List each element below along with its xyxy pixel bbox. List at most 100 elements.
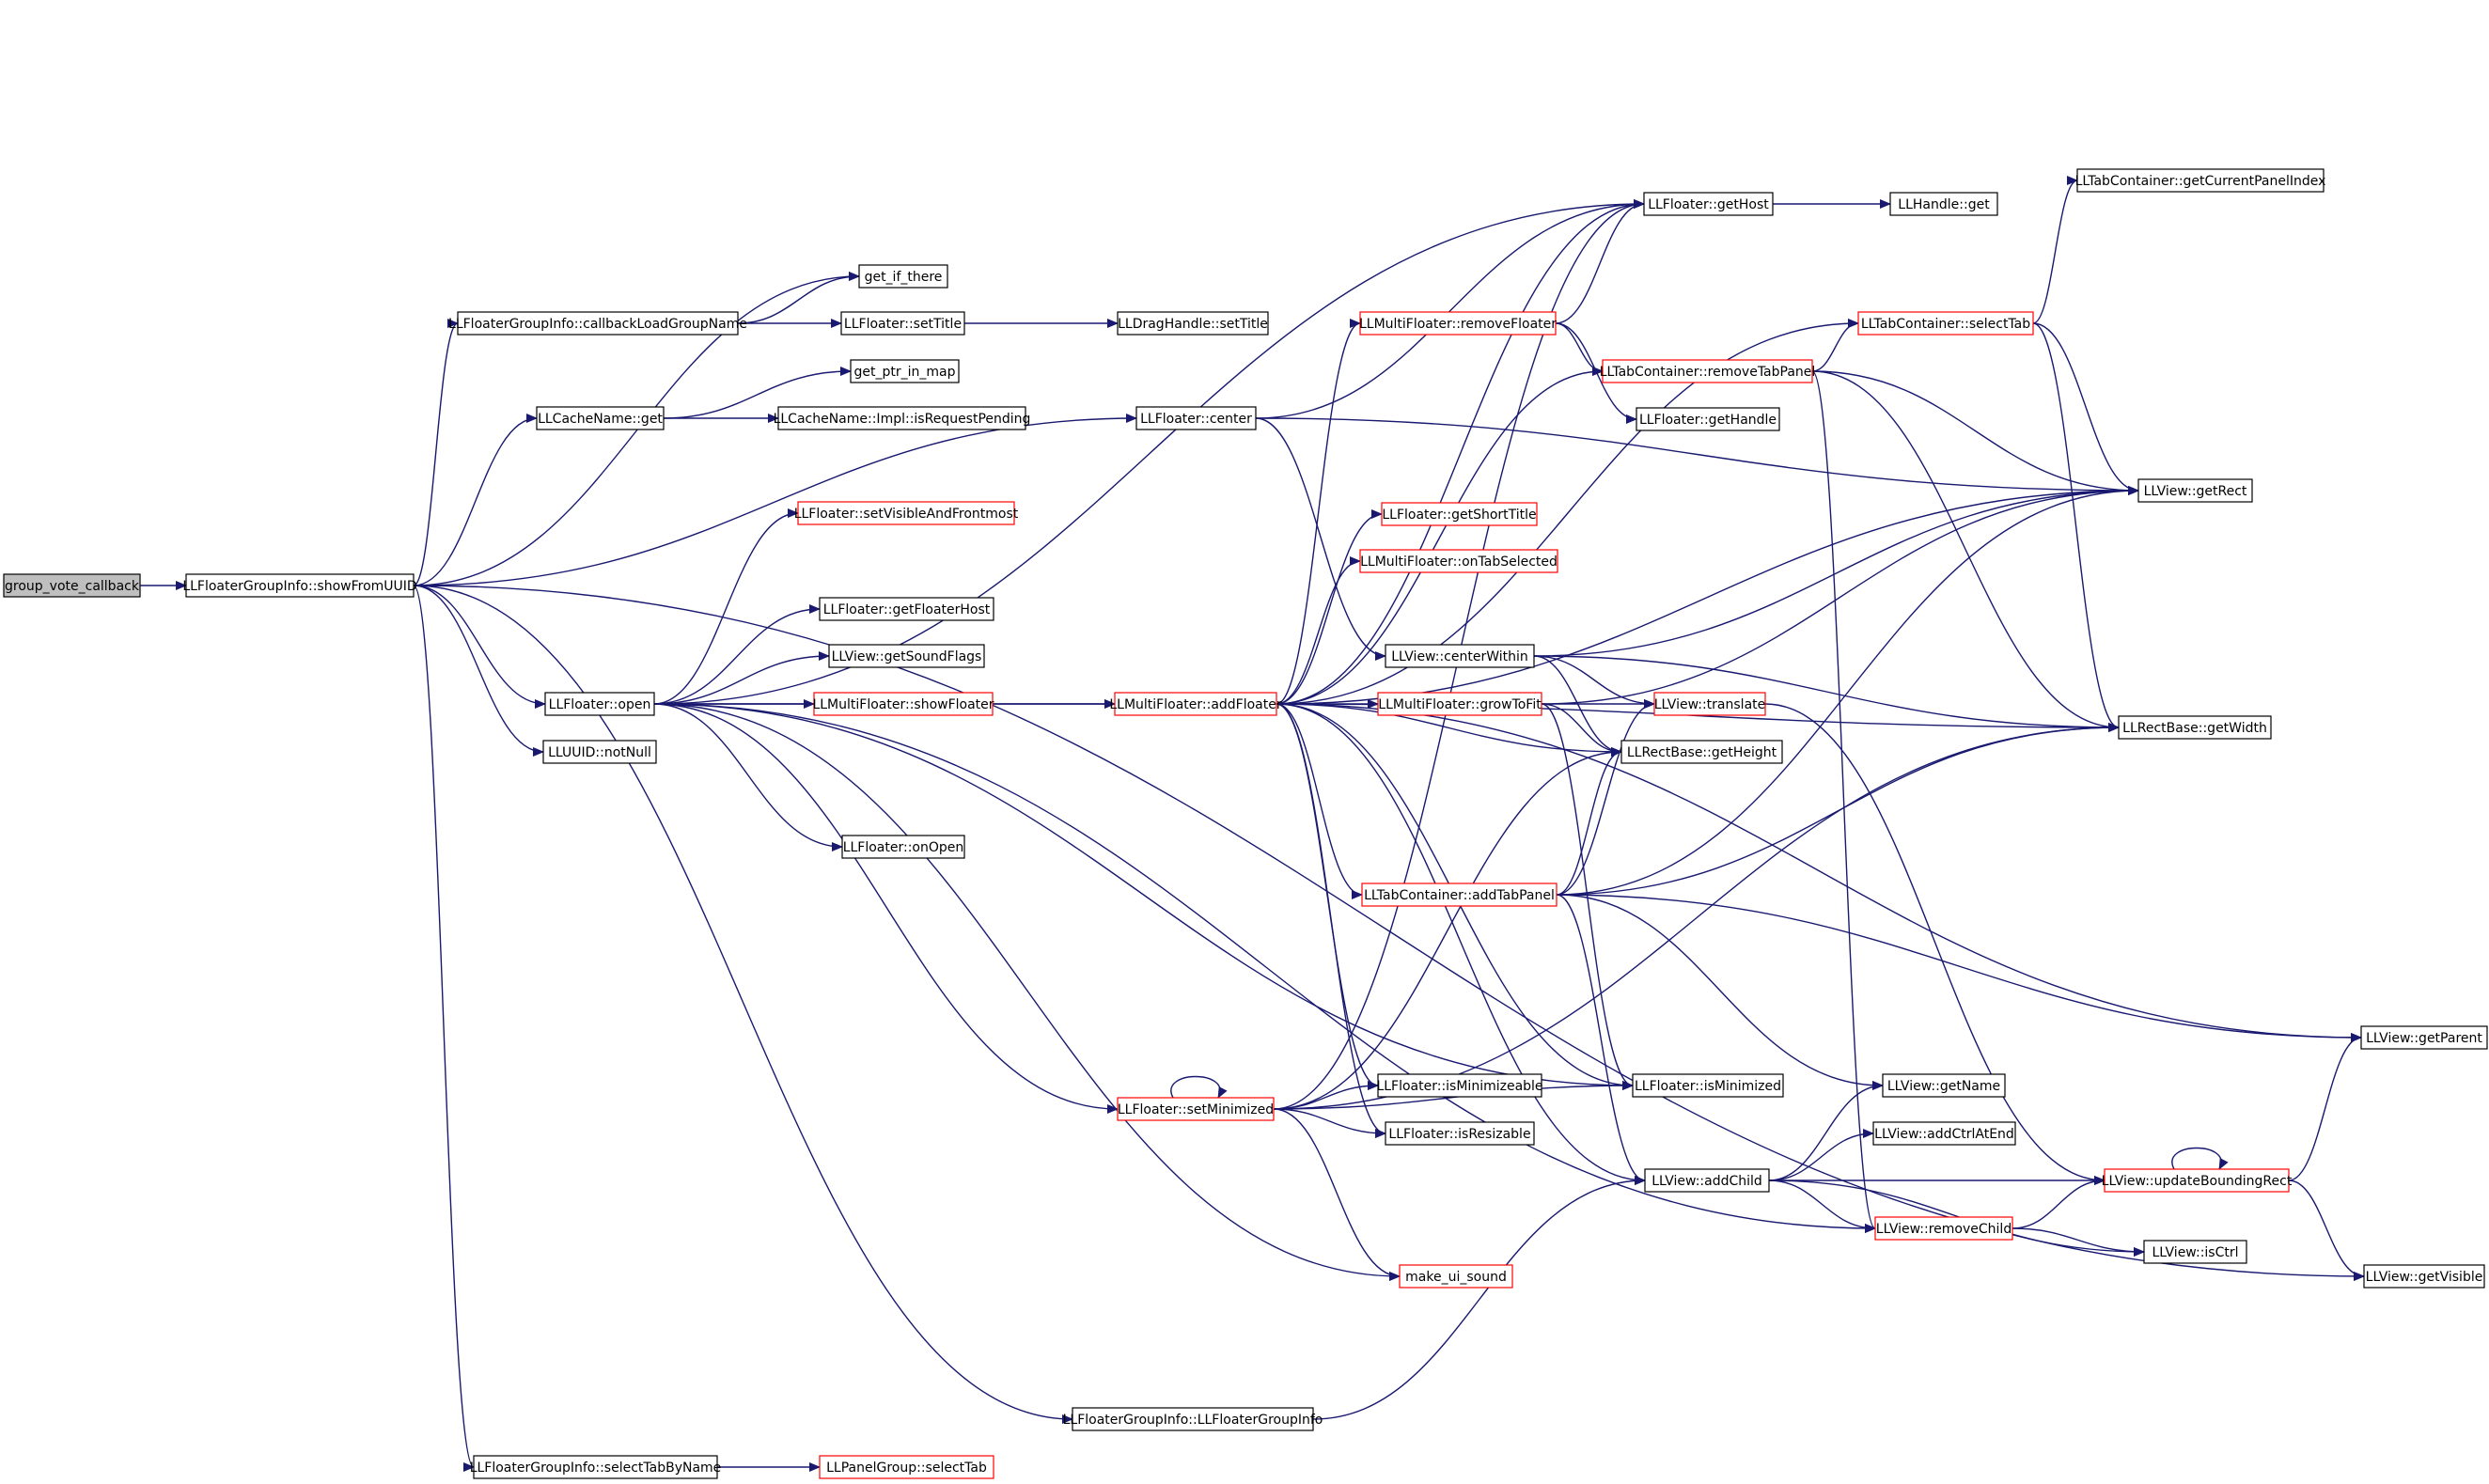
node-box <box>2143 1240 2247 1264</box>
node-box <box>1381 502 1538 526</box>
node-select-tab-by-name[interactable]: LLFloaterGroupInfo::selectTabByName <box>470 1455 722 1479</box>
node-box <box>1385 644 1535 668</box>
node-box <box>1399 1264 1513 1289</box>
node-callback-load-group-name[interactable]: LLFloaterGroupInfo::callbackLoadGroupNam… <box>448 311 747 336</box>
node-floater-center[interactable]: LLFloater::center <box>1135 406 1257 430</box>
edge-grow-to-fit-to-get-rect <box>1541 486 2139 705</box>
node-is-request-pending[interactable]: LLCacheName::Impl::isRequestPending <box>774 406 1031 430</box>
node-get-rect[interactable]: LLView::getRect <box>2137 478 2253 503</box>
node-grow-to-fit[interactable]: LLMultiFloater::growToFit <box>1377 692 1542 716</box>
edges-layer <box>139 176 2365 1472</box>
node-box <box>1644 1168 1770 1193</box>
node-box <box>828 644 985 668</box>
node-not-null[interactable]: LLUUID::notNull <box>542 740 657 764</box>
node-make-ui-sound[interactable]: make_ui_sound <box>1399 1264 1513 1289</box>
edge-add-tab-panel-to-add-child <box>1556 894 1646 1185</box>
node-on-tab-selected[interactable]: LLMultiFloater::onTabSelected <box>1359 549 1558 573</box>
node-get-name[interactable]: LLView::getName <box>1882 1073 2006 1098</box>
node-label: LLFloater::getHost <box>1648 197 1769 212</box>
edge-show-from-uuid-to-floater-open <box>413 585 546 709</box>
node-show-from-uuid[interactable]: LLFloaterGroupInfo::showFromUUID <box>182 573 417 598</box>
node-add-child[interactable]: LLView::addChild <box>1644 1168 1770 1193</box>
edge-set-minimized-to-get-height <box>1273 747 1622 1110</box>
node-translate[interactable]: LLView::translate <box>1653 692 1766 716</box>
node-is-minimized[interactable]: LLFloater::isMinimized <box>1632 1073 1784 1098</box>
edge-show-from-uuid-to-select-tab-by-name <box>413 585 475 1472</box>
node-select-tab[interactable]: LLTabContainer::selectTab <box>1857 311 2034 336</box>
edge-remove-tab-panel-to-remove-child <box>1811 370 1876 1233</box>
node-label: LLView::removeChild <box>1876 1222 2012 1237</box>
node-box <box>1889 192 1998 216</box>
edge-set-minimized-to-set-minimized <box>1170 1075 1228 1099</box>
node-get-width[interactable]: LLRectBase::getWidth <box>2118 715 2272 740</box>
node-get-handle[interactable]: LLFloater::getHandle <box>1636 407 1780 431</box>
edge-add-floater-to-get-short-title <box>1276 509 1383 705</box>
node-label: LLFloaterGroupInfo::showFromUUID <box>182 579 416 594</box>
node-box <box>1135 406 1257 430</box>
node-box <box>1620 740 1783 764</box>
node-get-if-there[interactable]: get_if_there <box>858 264 948 289</box>
node-drag-set-title[interactable]: LLDragHandle::setTitle <box>1117 311 1269 336</box>
node-box <box>457 311 739 336</box>
node-label: make_ui_sound <box>1405 1270 1507 1285</box>
node-group-vote-callback[interactable]: group_vote_callback <box>3 573 141 598</box>
node-label: LLPanelGroup::selectTab <box>826 1461 987 1476</box>
node-get-height[interactable]: LLRectBase::getHeight <box>1620 740 1783 764</box>
node-box <box>2104 1168 2290 1193</box>
node-get-ptr-in-map[interactable]: get_ptr_in_map <box>850 359 960 383</box>
node-remove-tab-panel[interactable]: LLTabContainer::removeTabPanel <box>1600 359 1816 383</box>
node-box <box>1643 192 1774 216</box>
node-label: LLCacheName::Impl::isRequestPending <box>774 412 1031 427</box>
node-label: LLRectBase::getHeight <box>1627 745 1777 760</box>
node-handle-get[interactable]: LLHandle::get <box>1889 192 1998 216</box>
node-box <box>1385 1121 1535 1146</box>
edge-add-tab-panel-to-get-parent <box>1556 894 2362 1042</box>
node-label: LLFloater::getHandle <box>1639 413 1777 428</box>
node-box <box>819 597 994 621</box>
node-center-within[interactable]: LLView::centerWithin <box>1385 644 1535 668</box>
node-get-current-panel-index[interactable]: LLTabContainer::getCurrentPanelIndex <box>2075 168 2326 193</box>
node-get-parent[interactable]: LLView::getParent <box>2360 1025 2488 1050</box>
node-cache-get[interactable]: LLCacheName::get <box>536 406 665 430</box>
node-add-floater[interactable]: LLMultiFloater::addFloater <box>1109 692 1282 716</box>
node-label: LLMultiFloater::removeFloater <box>1359 317 1557 332</box>
edge-callback-load-group-name-to-get-if-there <box>737 272 860 324</box>
node-add-tab-panel[interactable]: LLTabContainer::addTabPanel <box>1361 883 1558 907</box>
edge-remove-tab-panel-to-select-tab <box>1811 319 1859 372</box>
node-floater-open[interactable]: LLFloater::open <box>544 692 655 716</box>
node-set-title[interactable]: LLFloater::setTitle <box>840 311 965 336</box>
node-remove-child[interactable]: LLView::removeChild <box>1874 1216 2013 1241</box>
node-is-resizable[interactable]: LLFloater::isResizable <box>1385 1121 1535 1146</box>
node-is-minimizeable[interactable]: LLFloater::isMinimizeable <box>1376 1073 1543 1098</box>
node-label: LLTabContainer::selectTab <box>1861 317 2030 332</box>
edge-add-floater-to-get-host <box>1276 199 1645 705</box>
node-box <box>1377 1073 1542 1098</box>
node-label: LLFloater::center <box>1140 412 1252 427</box>
node-label: get_if_there <box>865 270 943 285</box>
node-is-ctrl[interactable]: LLView::isCtrl <box>2143 1240 2247 1264</box>
edge-add-floater-to-add-child <box>1276 703 1646 1185</box>
node-box <box>1653 692 1766 716</box>
node-get-floater-host[interactable]: LLFloater::getFloaterHost <box>819 597 994 621</box>
edge-show-from-uuid-to-not-null <box>413 585 544 757</box>
node-get-short-title[interactable]: LLFloater::getShortTitle <box>1381 502 1538 526</box>
node-show-floater[interactable]: LLMultiFloater::showFloater <box>812 692 994 716</box>
edge-floater-open-to-get-sound-flags <box>653 651 830 705</box>
node-add-ctrl-at-end[interactable]: LLView::addCtrlAtEnd <box>1872 1121 2016 1146</box>
node-box <box>185 573 415 598</box>
node-label: LLUUID::notNull <box>548 745 651 760</box>
node-get-visible[interactable]: LLView::getVisible <box>2363 1264 2485 1289</box>
node-box <box>544 692 655 716</box>
node-update-bounding-rect[interactable]: LLView::updateBoundingRect <box>2102 1168 2293 1193</box>
node-get-host[interactable]: LLFloater::getHost <box>1643 192 1774 216</box>
node-get-sound-flags[interactable]: LLView::getSoundFlags <box>828 644 985 668</box>
node-label: LLFloater::setMinimized <box>1118 1102 1274 1117</box>
edge-remove-child-to-update-bounding-rect <box>2012 1176 2105 1229</box>
node-remove-floater[interactable]: LLMultiFloater::removeFloater <box>1359 311 1557 336</box>
node-box <box>2076 168 2325 193</box>
node-group-info-ctor[interactable]: LLFloaterGroupInfo::LLFloaterGroupInfo <box>1063 1407 1323 1431</box>
node-on-open[interactable]: LLFloater::onOpen <box>841 835 965 859</box>
node-panel-group-select-tab[interactable]: LLPanelGroup::selectTab <box>819 1455 994 1479</box>
node-set-visible-and-frontmost[interactable]: LLFloater::setVisibleAndFrontmost <box>794 501 1019 525</box>
node-set-minimized[interactable]: LLFloater::setMinimized <box>1117 1097 1275 1121</box>
